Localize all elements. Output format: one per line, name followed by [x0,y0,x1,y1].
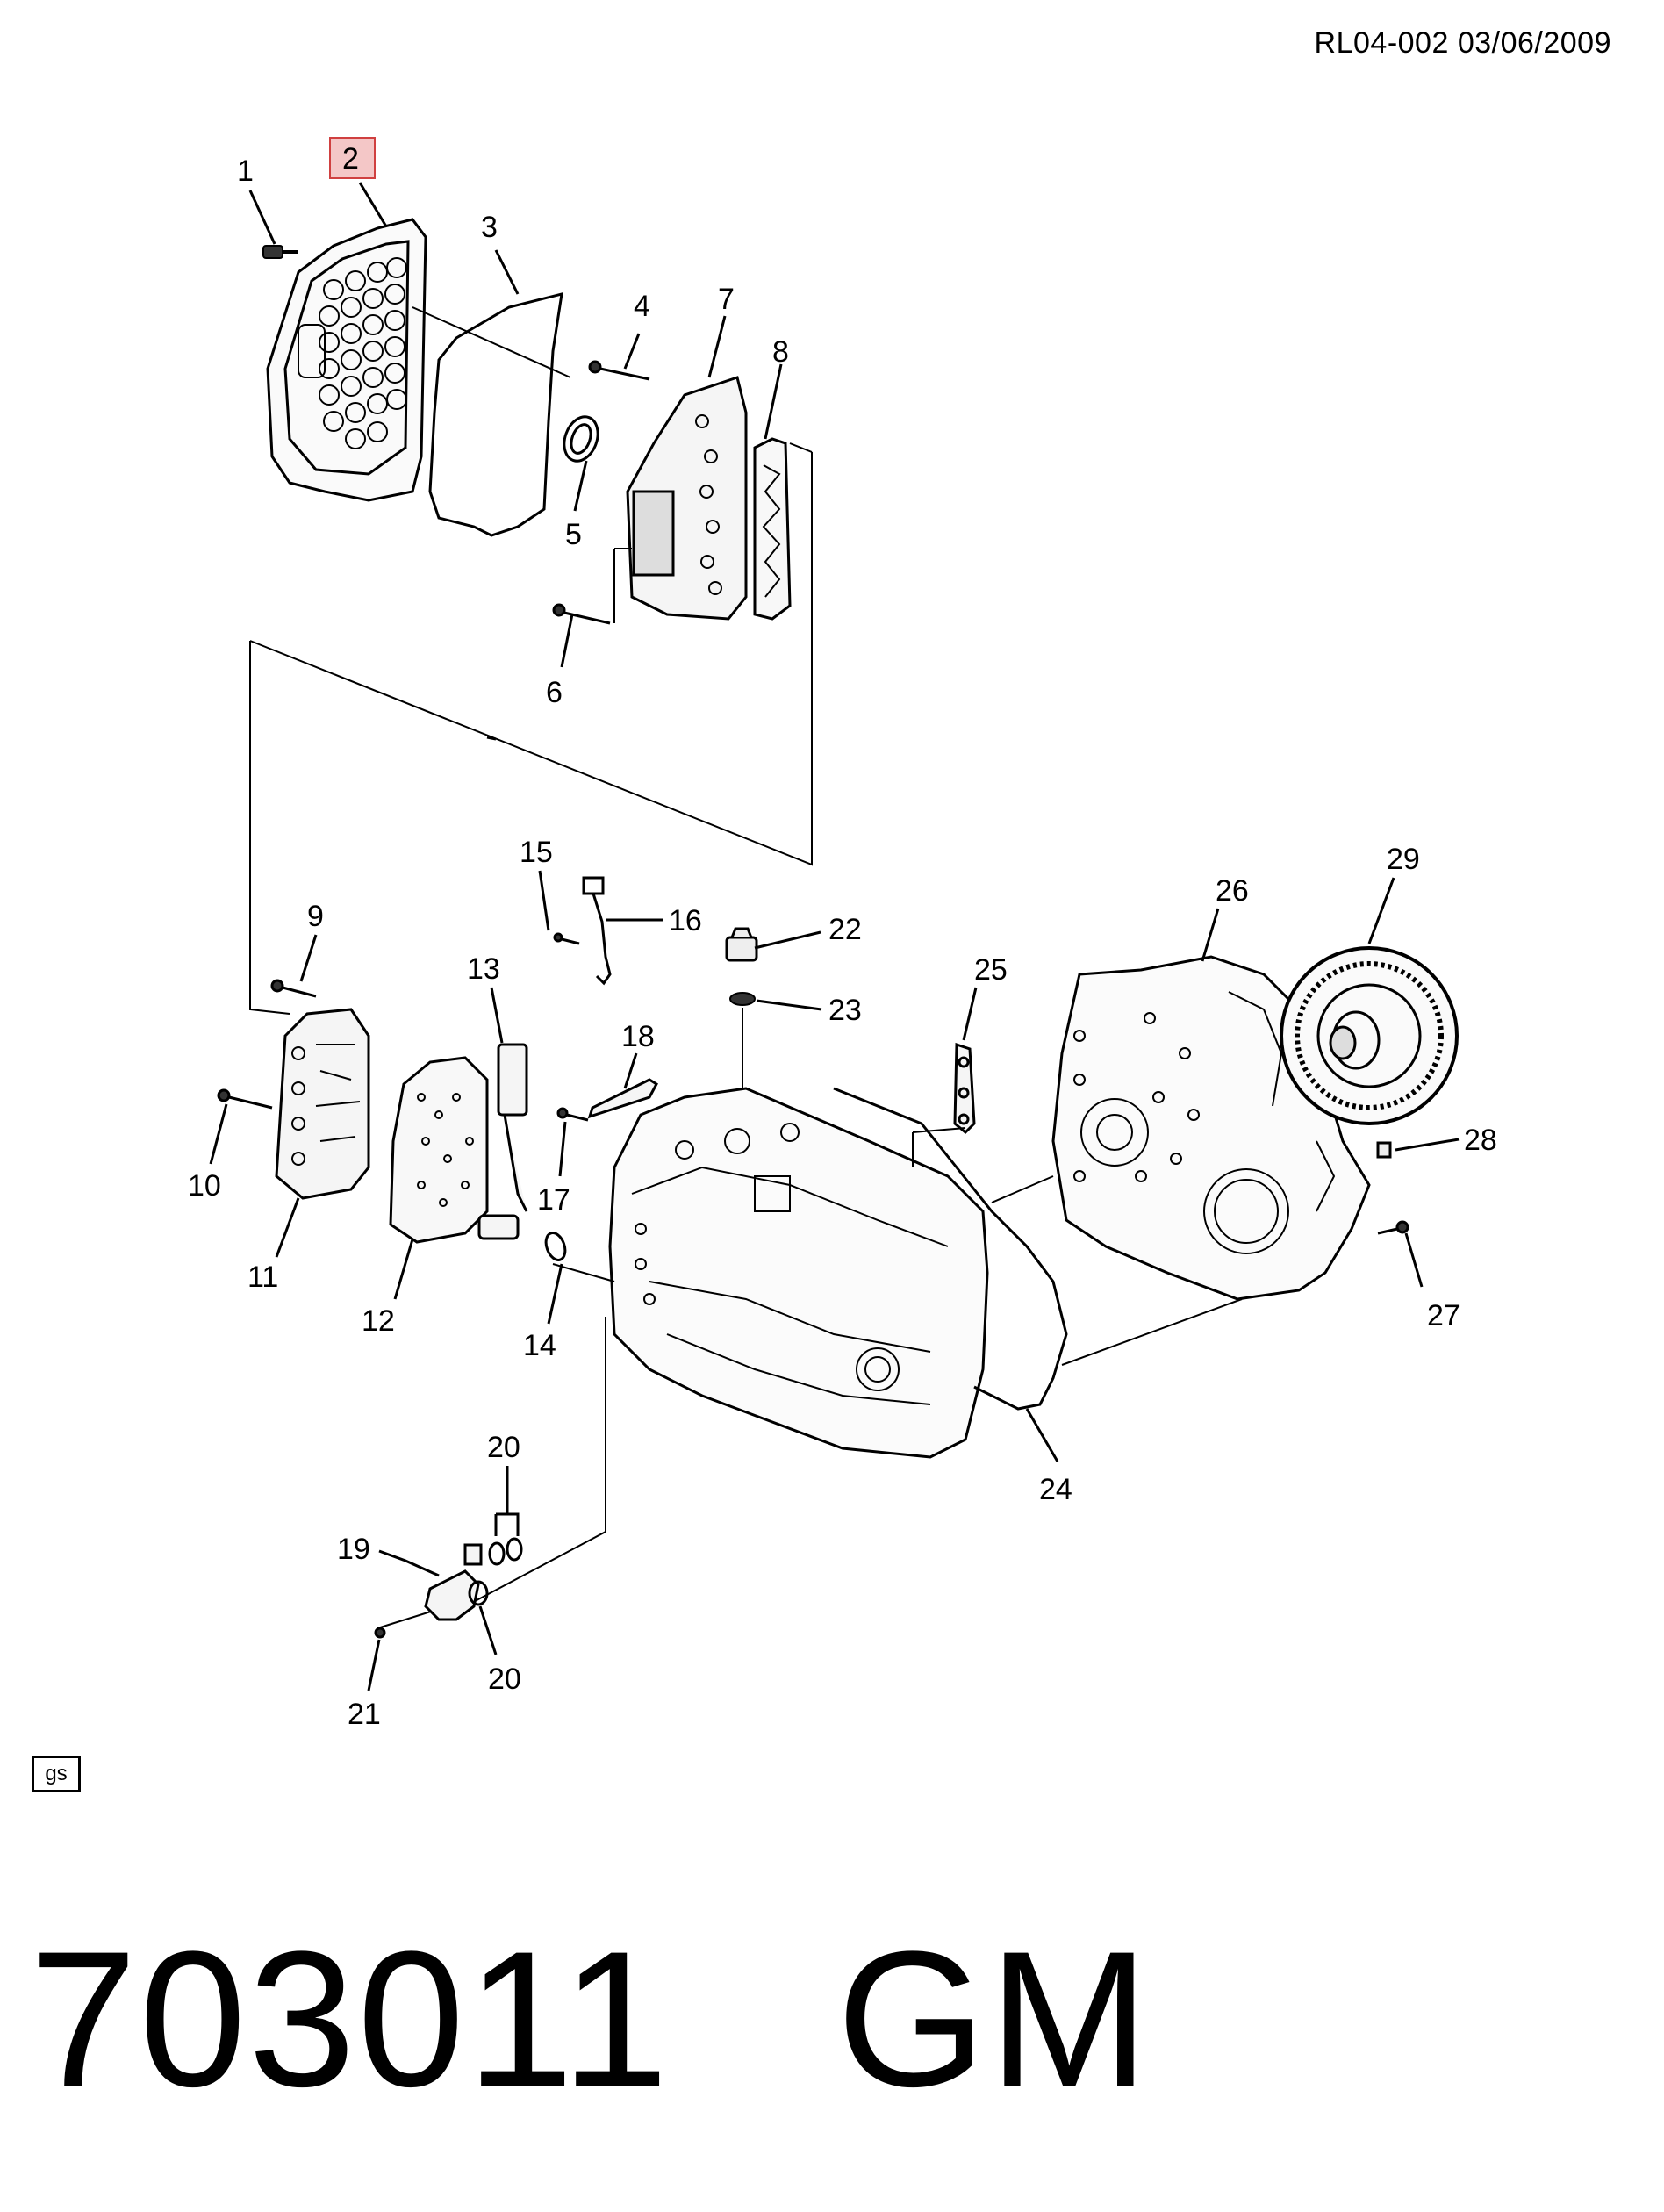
bracket-part-25 [953,1042,976,1135]
callout-22: 22 [828,913,862,946]
callout-19: 19 [337,1533,370,1566]
sensor-part-15-16 [553,876,612,986]
guide-lines-lower [377,1127,1243,1629]
callout-24: 24 [1039,1473,1072,1506]
seal-part-23 [729,992,756,1006]
diagram-reference-code: RL04-002 03/06/2009 [1314,26,1611,60]
guide-lines-upper [249,306,813,1015]
gs-badge: gs [32,1756,81,1792]
seal-part-14 [544,1232,567,1261]
callout-27: 27 [1427,1299,1460,1332]
callout-26: 26 [1216,874,1249,908]
bolt-part-6 [552,603,611,625]
separator-plate-part-12 [389,1056,489,1244]
callout-20-bottom: 20 [488,1663,521,1696]
callout-17: 17 [537,1183,570,1217]
valve-body-part-11 [275,1008,370,1200]
callout-23: 23 [828,994,862,1027]
gasket-part-24 [833,1087,1068,1411]
callout-14: 14 [523,1329,556,1362]
callout-8: 8 [772,335,789,369]
transmission-case [608,1087,989,1459]
harness-part-13 [477,1043,528,1240]
seal-part-5 [563,415,599,463]
plug-part-28 [1376,1141,1392,1159]
gasket-part-3 [428,291,563,537]
bolt-part-27 [1377,1220,1409,1235]
bolt-part-10 [217,1088,273,1110]
leader-lines [209,182,1460,1691]
seals-part-20 [468,1537,523,1606]
torque-converter-part-29 [1280,946,1459,1125]
callout-13: 13 [467,952,500,986]
callout-9: 9 [307,900,324,933]
callout-labels: 1 2 3 4 5 6 7 8 9 10 11 12 13 14 15 16 1… [188,142,1497,1731]
callout-10: 10 [188,1169,221,1203]
callout-4: 4 [634,290,650,323]
valve-body-part-7 [626,376,748,621]
bracket-part-18 [587,1078,658,1119]
callout-7: 7 [718,283,735,316]
callout-6: 6 [546,676,563,709]
callout-11: 11 [247,1260,278,1294]
bolt-part-17 [556,1107,589,1122]
callout-18: 18 [621,1020,655,1053]
callout-3: 3 [481,211,498,244]
callout-29: 29 [1387,843,1420,876]
cap-part-22 [725,927,758,962]
callout-2: 2 [342,142,359,176]
callout-16: 16 [669,904,702,937]
callout-21: 21 [348,1698,381,1731]
sensor-part-19 [424,1543,483,1621]
callout-12: 12 [362,1304,395,1338]
valve-body-cover [266,218,427,502]
callout-15: 15 [520,836,553,869]
bolt-part-1 [262,245,298,259]
callout-28: 28 [1464,1124,1497,1157]
callout-1: 1 [237,154,254,188]
callout-20-top: 20 [487,1431,520,1464]
bolt-part-21 [374,1627,386,1639]
callout-25: 25 [974,953,1008,987]
plate-part-8 [753,437,792,621]
highlight-box-part-2 [329,137,376,179]
bolt-part-4 [588,360,650,381]
bolt-part-9 [270,979,317,998]
footer-part-title: 703011 GM [30,1911,1151,2127]
callout-5: 5 [565,518,582,551]
